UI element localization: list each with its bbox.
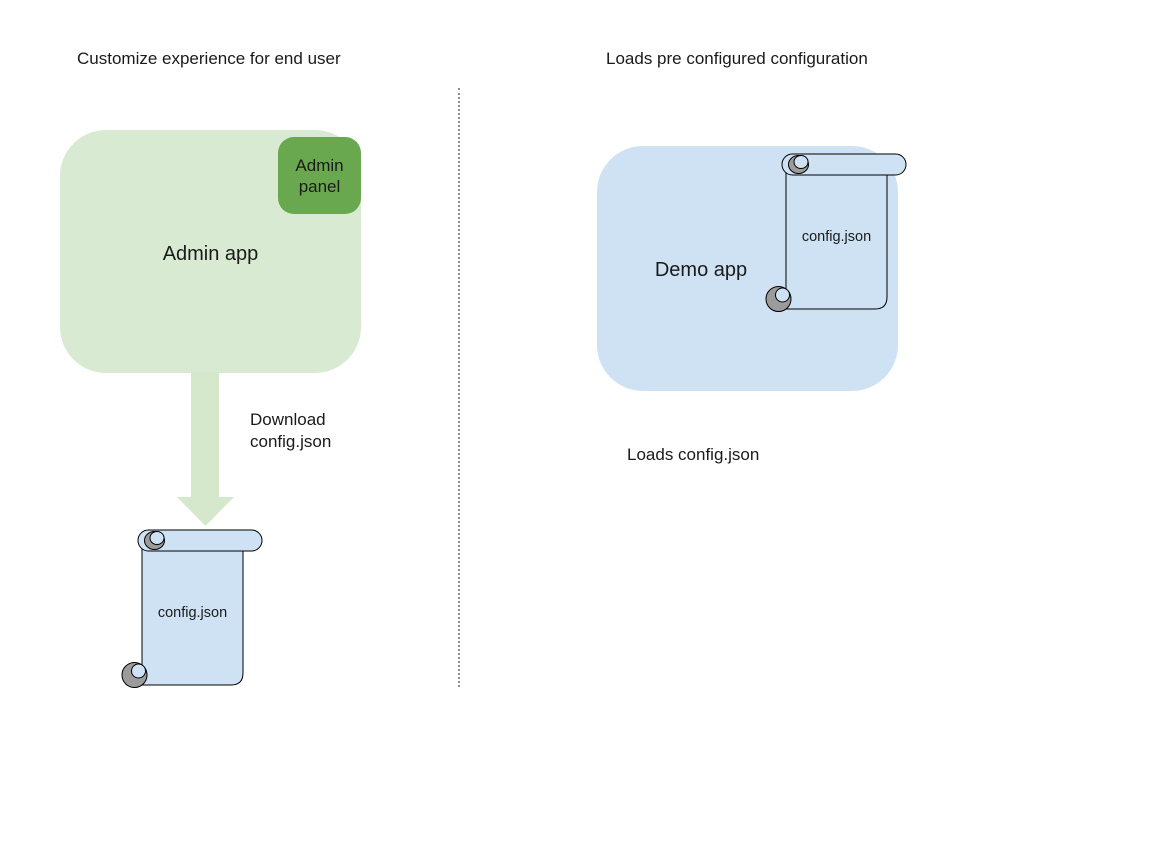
- right-section-heading: Loads pre configured configuration: [606, 49, 868, 68]
- admin-panel-label: Admin panel: [295, 155, 344, 196]
- left-section-heading: Customize experience for end user: [77, 49, 341, 68]
- config-file-scroll-icon: [765, 153, 907, 312]
- config-file-scroll-icon: [121, 529, 263, 688]
- loads-config-caption: Loads config.json: [627, 445, 760, 464]
- config-file-label: config.json: [801, 229, 872, 245]
- download-caption: Download config.json: [250, 410, 332, 451]
- demo-app-label: Demo app: [654, 259, 748, 281]
- config-file-label: config.json: [157, 605, 228, 621]
- section-divider: [458, 88, 460, 687]
- download-arrow-icon: [177, 372, 234, 526]
- admin-app-label: Admin app: [162, 243, 259, 265]
- admin-panel-box: Admin panel: [278, 137, 361, 214]
